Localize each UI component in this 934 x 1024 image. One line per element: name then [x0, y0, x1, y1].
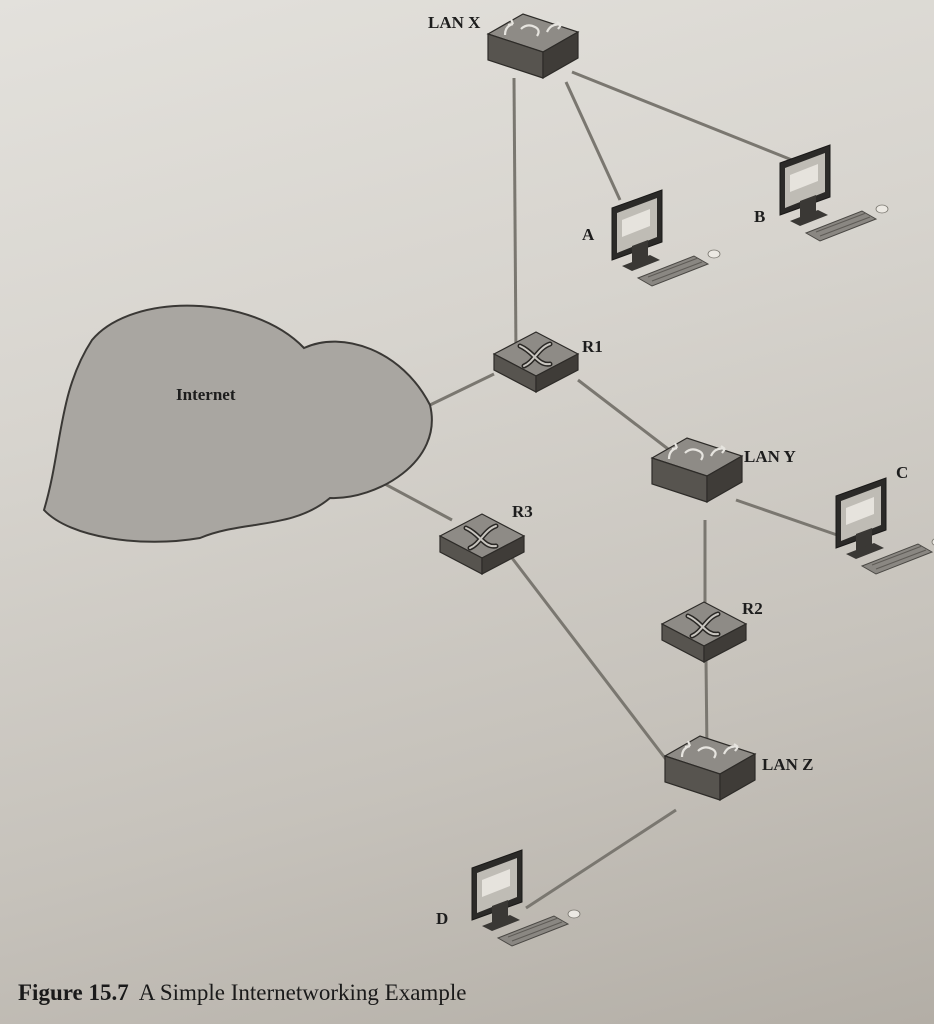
- r3-router: [440, 514, 524, 574]
- host-c: [835, 477, 934, 575]
- switch-icon: [486, 12, 580, 80]
- computer-icon: [611, 189, 721, 287]
- internet-cloud: Internet: [42, 304, 433, 543]
- host-d-label: D: [436, 909, 448, 928]
- figure-number: Figure 15.7: [18, 980, 129, 1005]
- link-r2-lanz: [704, 659, 709, 753]
- internet-label: Internet: [176, 385, 236, 404]
- r3-label: R3: [512, 502, 533, 521]
- host-b: [779, 144, 889, 242]
- computer-icon: [779, 144, 889, 242]
- lan-x-label: LAN X: [428, 13, 481, 32]
- host-d: [471, 849, 581, 947]
- switch-icon: [663, 734, 757, 802]
- r2-label: R2: [742, 599, 763, 618]
- link-r3-lanz: [510, 557, 670, 763]
- links: [369, 70, 841, 910]
- link-lanz-d: [525, 808, 677, 910]
- router-icon: [662, 602, 746, 662]
- computer-icon: [835, 477, 934, 575]
- r2-router: [662, 602, 746, 662]
- figure-title: A Simple Internetworking Example: [138, 980, 467, 1005]
- r1-label: R1: [582, 337, 603, 356]
- host-b-label: B: [754, 207, 765, 226]
- link-lanx-b: [571, 70, 793, 162]
- host-a: [611, 189, 721, 287]
- link-lanx-r1: [512, 77, 518, 357]
- link-internet-r1: [429, 372, 495, 407]
- lan-y-label: LAN Y: [744, 447, 796, 466]
- router-icon: [494, 332, 578, 392]
- lan-x-switch: [486, 12, 580, 80]
- link-lany-c: [735, 498, 841, 538]
- lan-z-switch: [663, 734, 757, 802]
- network-diagram: Internet LAN X LAN Y LAN Z R1 R3 R2 A B …: [42, 12, 934, 947]
- router-icon: [440, 514, 524, 574]
- r1-router: [494, 332, 578, 392]
- lan-z-label: LAN Z: [762, 755, 813, 774]
- link-r1-lany: [577, 378, 673, 454]
- computer-icon: [471, 849, 581, 947]
- cloud-icon: [42, 304, 433, 543]
- host-c-label: C: [896, 463, 908, 482]
- figure-caption: Figure 15.7 A Simple Internetworking Exam…: [18, 980, 466, 1006]
- host-a-label: A: [582, 225, 595, 244]
- link-lanx-a: [564, 81, 622, 201]
